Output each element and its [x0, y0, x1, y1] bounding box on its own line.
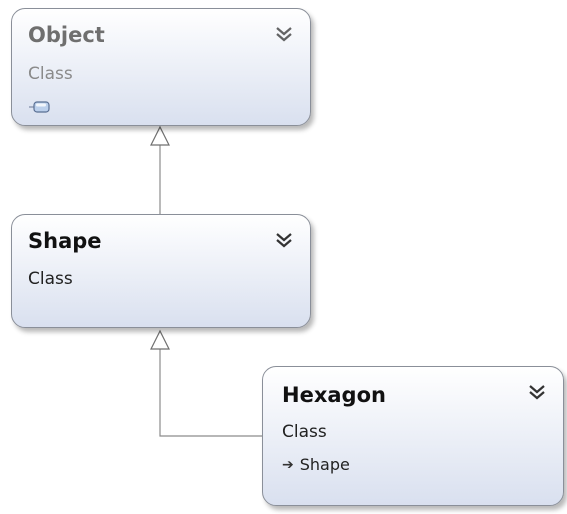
- class-kind-label: Class: [282, 422, 327, 442]
- hexagon-class-box[interactable]: Hexagon Class ➔ Shape: [262, 366, 564, 506]
- hexagon-to-shape-line: [159, 349, 262, 437]
- chevron-double-down-icon[interactable]: [274, 231, 294, 249]
- class-name: Hexagon: [282, 383, 386, 407]
- class-kind-label: Class: [28, 269, 73, 289]
- base-type-row: ➔ Shape: [282, 455, 350, 474]
- chevron-double-down-icon[interactable]: [527, 383, 547, 401]
- base-type-name: Shape: [299, 455, 350, 474]
- shape-class-box[interactable]: Shape Class: [11, 214, 311, 328]
- object-inheritance-arrowhead: [150, 125, 170, 146]
- inheritance-arrow-icon: ➔: [282, 456, 294, 473]
- chevron-double-down-icon[interactable]: [274, 25, 294, 43]
- object-class-box[interactable]: Object Class: [11, 8, 311, 126]
- shape-inheritance-arrowhead: [150, 329, 170, 350]
- class-name: Shape: [28, 229, 102, 253]
- method-icon: [29, 99, 51, 113]
- class-kind-label: Class: [28, 64, 73, 84]
- class-name: Object: [28, 23, 105, 47]
